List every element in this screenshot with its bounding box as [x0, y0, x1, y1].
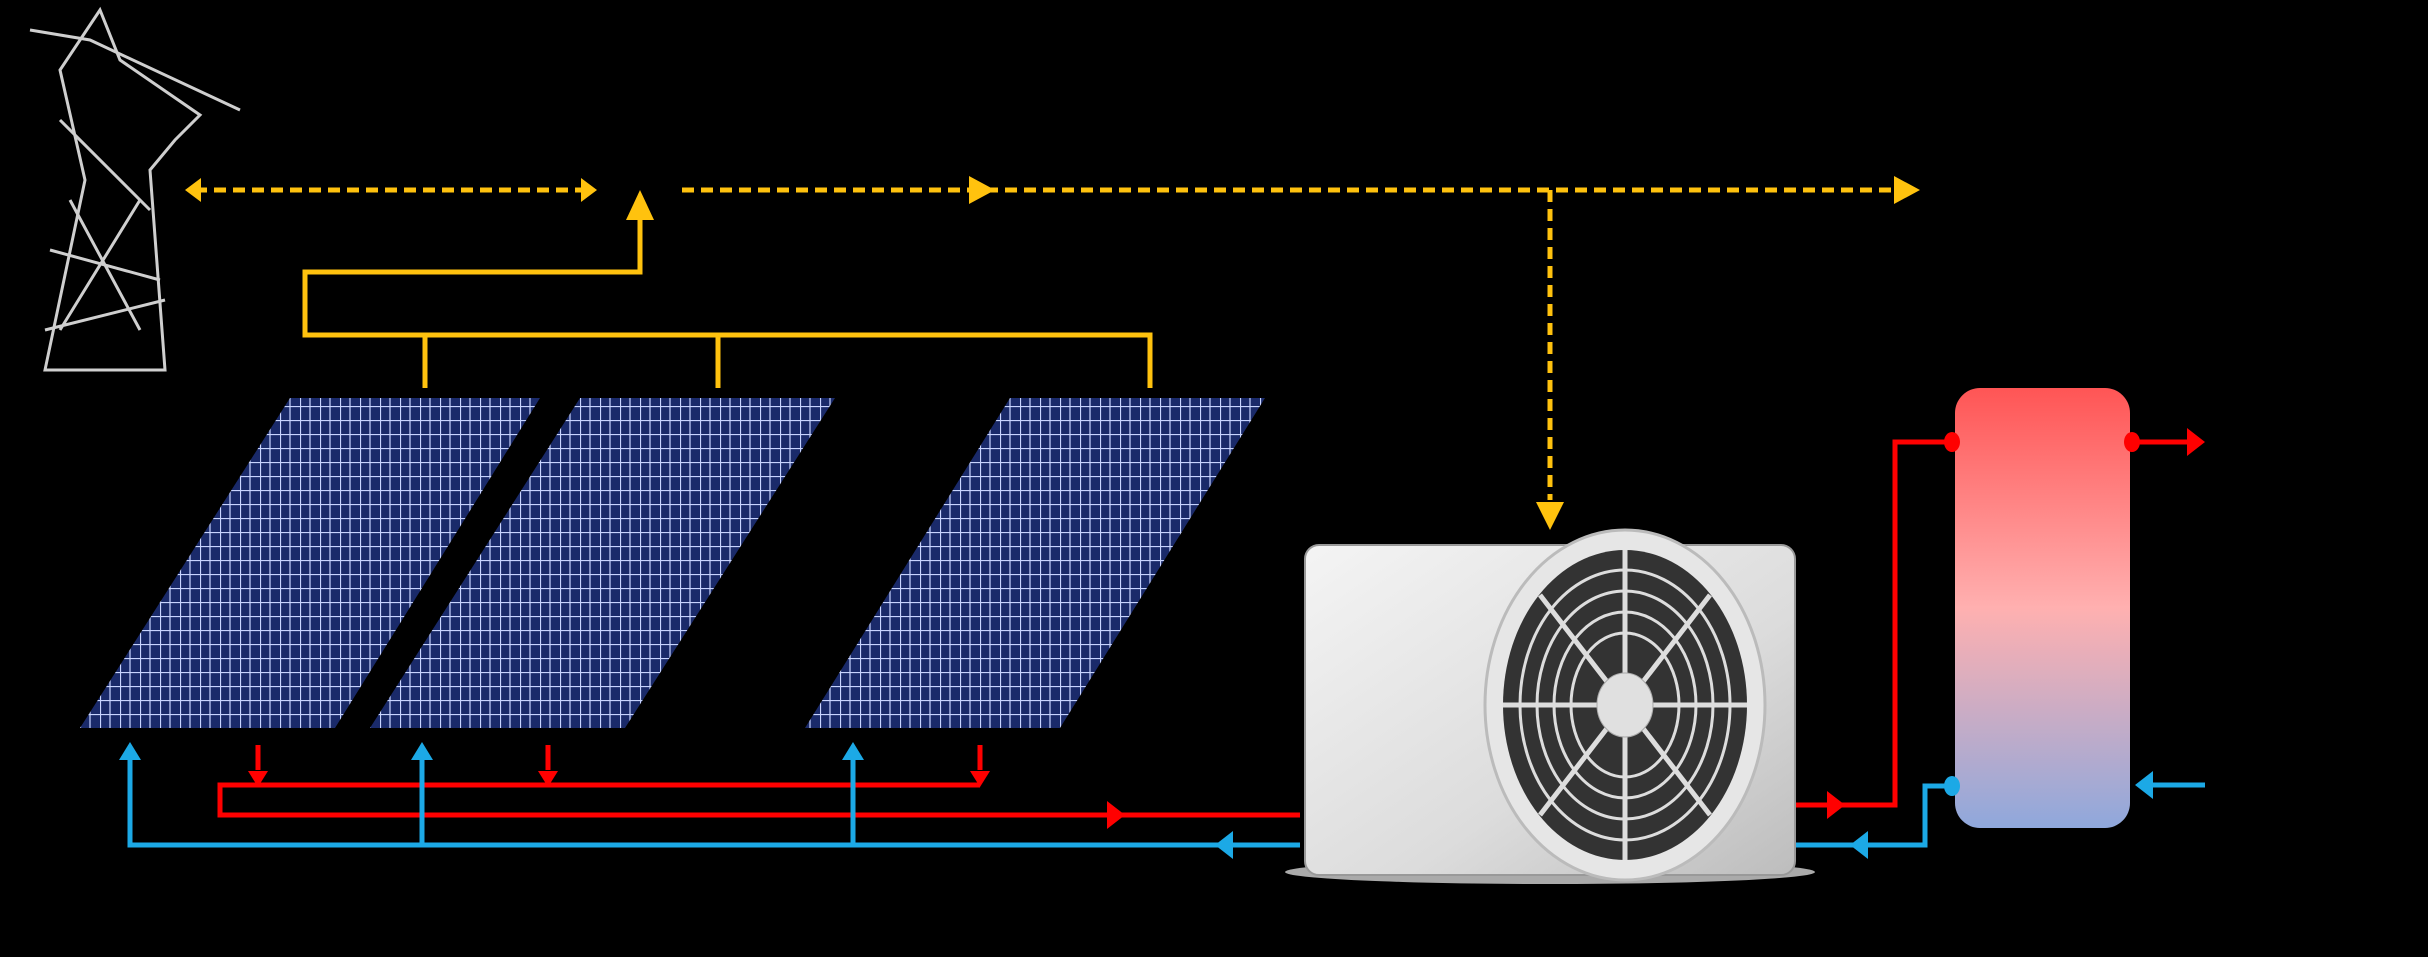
arrow-up-icon: [626, 190, 654, 220]
arrow-right-icon: [1894, 176, 1920, 204]
solar-panel-icon: [805, 398, 1265, 728]
arrow-up-icon: [842, 742, 864, 760]
arrow-right-icon: [1827, 791, 1845, 819]
cold-water-lines: [119, 742, 2205, 859]
arrow-left-icon: [185, 178, 201, 202]
pv-outlet-arrows: [248, 745, 990, 787]
hot-water-lines: [217, 428, 2205, 829]
arrow-up-icon: [119, 742, 141, 760]
arrow-left-icon: [2135, 771, 2153, 799]
arrow-left-icon: [1850, 831, 1868, 859]
pv-panel-array: [80, 398, 1265, 728]
fan-icon: [1483, 528, 1767, 882]
arrow-right-icon: [2187, 428, 2205, 456]
heat-pump-icon: [1285, 528, 1815, 884]
electric-lines: [185, 176, 1920, 530]
arrow-right-icon: [581, 178, 597, 202]
arrow-down-icon: [1536, 502, 1564, 530]
arrow-left-icon: [1215, 831, 1233, 859]
solar-panel-icon: [370, 398, 835, 728]
tower-icon: [29, 6, 241, 372]
arrow-right-icon: [1107, 801, 1125, 829]
arrow-right-icon: [969, 176, 995, 204]
arrow-up-icon: [411, 742, 433, 760]
solar-panel-icon: [80, 398, 540, 728]
water-tank-icon: [1944, 388, 2140, 828]
